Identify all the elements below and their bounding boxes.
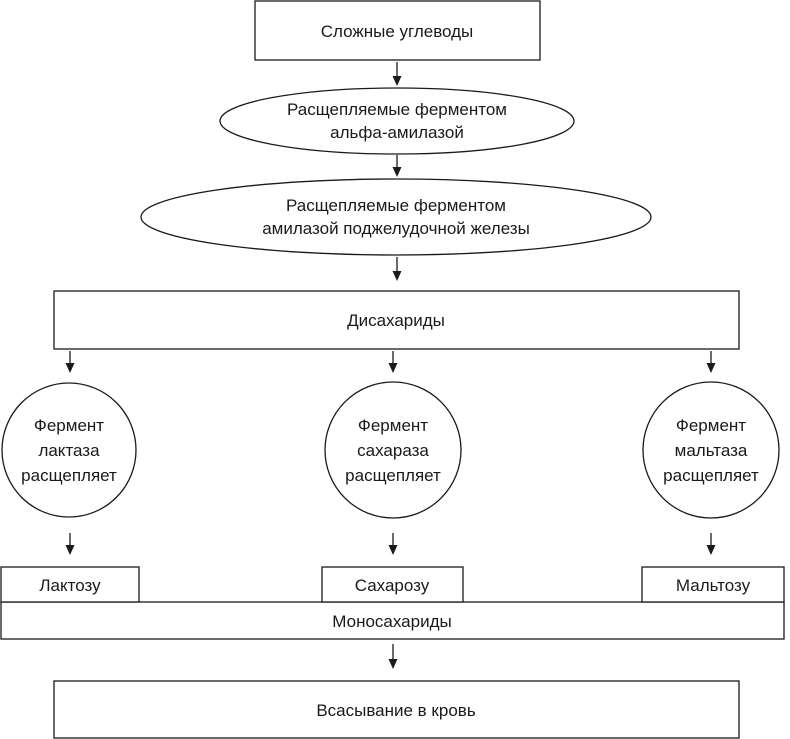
alpha-amylase-line-1: Расщепляемые ферментом — [287, 100, 507, 119]
arrow-disaccharides-to-maltase — [706, 351, 716, 373]
pancreatic-amylase-line-1: Расщепляемые ферментом — [286, 196, 506, 215]
arrow-complex-to-alpha — [392, 62, 402, 86]
lactase-line-1: Фермент — [34, 416, 104, 435]
maltase-line-1: Фермент — [676, 416, 746, 435]
pancreatic-amylase-line-2: амилазой поджелудочной железы — [262, 219, 530, 238]
arrow-maltase-to-maltose — [706, 533, 716, 555]
arrow-sucrase-to-sucrose — [388, 533, 398, 555]
lactase-line-3: расщепляет — [21, 466, 117, 485]
maltose-box: Мальтозу — [641, 566, 785, 603]
lactase-circle: Фермент лактаза расщепляет — [1, 382, 137, 518]
arrow-disaccharides-to-lactase — [65, 351, 75, 373]
monosaccharides-label: Моносахариды — [332, 612, 451, 631]
alpha-amylase-ellipse: Расщепляемые ферментом альфа-амилазой — [219, 87, 575, 155]
arrow-lactase-to-lactose — [65, 533, 75, 555]
maltose-label: Мальтозу — [676, 576, 751, 595]
complex-carbs-label: Сложные углеводы — [321, 22, 474, 41]
absorption-label: Всасывание в кровь — [316, 701, 476, 720]
disaccharides-label: Дисахариды — [347, 311, 445, 330]
monosaccharides-box: Моносахариды — [0, 601, 785, 640]
sucrase-circle: Фермент сахараза расщепляет — [324, 381, 462, 519]
sucrase-line-2: сахараза — [357, 441, 429, 460]
lactose-label: Лактозу — [39, 576, 101, 595]
sucrase-line-3: расщепляет — [345, 466, 441, 485]
sucrase-line-1: Фермент — [358, 416, 428, 435]
maltase-line-2: мальтаза — [675, 441, 748, 460]
lactase-line-2: лактаза — [38, 441, 100, 460]
arrow-disaccharides-to-sucrase — [388, 351, 398, 373]
complex-carbs-box: Сложные углеводы — [254, 0, 541, 61]
absorption-box: Всасывание в кровь — [53, 680, 740, 739]
maltase-line-3: расщепляет — [663, 466, 759, 485]
sucrose-box: Сахарозу — [321, 566, 464, 603]
maltase-circle: Фермент мальтаза расщепляет — [642, 381, 780, 519]
arrow-alpha-to-pancreatic — [392, 155, 402, 177]
disaccharides-box: Дисахариды — [53, 290, 740, 350]
sucrose-label: Сахарозу — [355, 576, 430, 595]
pancreatic-amylase-ellipse: Расщепляемые ферментом амилазой поджелуд… — [140, 178, 652, 256]
arrow-pancreatic-to-disaccharides — [392, 257, 402, 281]
alpha-amylase-line-2: альфа-амилазой — [330, 123, 464, 142]
lactose-box: Лактозу — [0, 566, 140, 603]
arrow-monosaccharides-to-absorption — [388, 644, 398, 669]
